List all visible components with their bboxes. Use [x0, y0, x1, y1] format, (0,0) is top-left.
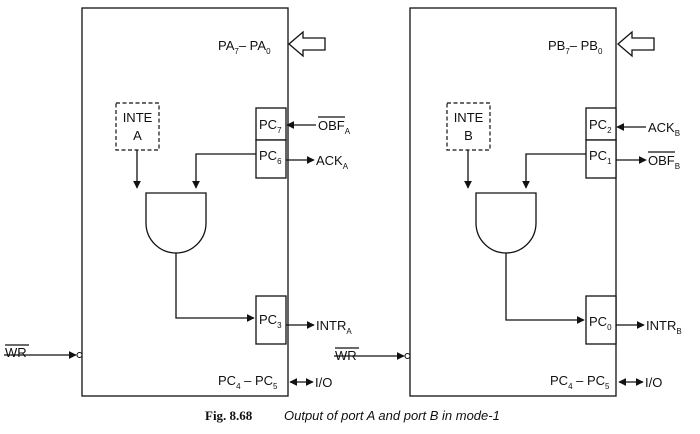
pc0-box [585, 295, 617, 345]
port-a-data-arrow [288, 30, 326, 58]
intr-b-label: INTRB [646, 318, 682, 336]
pc6-box [255, 139, 287, 179]
pc2-label: PC2 [589, 117, 612, 135]
obf-a-label: OBFA [318, 118, 351, 136]
pc6-label: PC6 [259, 148, 282, 166]
pc6-gate-wire [192, 153, 256, 189]
gate-a-output-wire [175, 253, 255, 322]
inte-a-line2: A [133, 128, 142, 143]
caption-fig-number: Fig. 8.68 [205, 408, 253, 423]
intr-a-label: INTRA [316, 318, 352, 336]
port-b-block: PB7– PB0 INTE B PC2 PC1 ACKB OBFB PC0 IN… [334, 7, 682, 397]
gate-b-output-wire [505, 253, 585, 324]
wr-b-bubble [404, 352, 411, 360]
pc0-label: PC0 [589, 314, 612, 332]
pc1-gate-wire [522, 153, 586, 189]
port-b-data-label: PB7– PB0 [548, 38, 603, 56]
figure-caption: Fig. 8.68 Output of port A and port B in… [205, 408, 500, 423]
pc2-box [585, 107, 617, 141]
port-b-data-arrow [617, 30, 655, 58]
io-b-pc-label: PC4 – PC5 [550, 373, 610, 391]
io-b-label: I/O [645, 375, 662, 390]
and-gate-b [475, 192, 537, 254]
pc1-box [585, 139, 617, 179]
pc3-box [255, 295, 287, 345]
pc7-label: PC7 [259, 117, 282, 135]
port-a-block: PA7– PA0 INTE A PC7 PC6 OBFA ACKA PC3 IN… [4, 7, 352, 397]
wr-a-label: WR [5, 345, 27, 360]
wr-a-bubble [76, 351, 83, 359]
pc3-label: PC3 [259, 312, 282, 330]
inte-b-line2: B [464, 128, 473, 143]
ack-b-label: ACKB [648, 120, 680, 138]
port-a-data-label: PA7– PA0 [218, 38, 271, 56]
inte-a-line1: INTE [123, 110, 153, 125]
inte-b-line1: INTE [454, 110, 484, 125]
obf-b-label: OBFB [648, 153, 680, 171]
caption-text: Output of port A and port B in mode-1 [284, 408, 500, 423]
and-gate-a [145, 192, 207, 254]
pc1-label: PC1 [589, 148, 612, 166]
inte-b-box [446, 102, 491, 151]
io-a-label: I/O [315, 375, 332, 390]
pc7-box [255, 107, 287, 141]
io-a-pc-label: PC4 – PC5 [218, 373, 278, 391]
ack-a-label: ACKA [316, 153, 349, 171]
